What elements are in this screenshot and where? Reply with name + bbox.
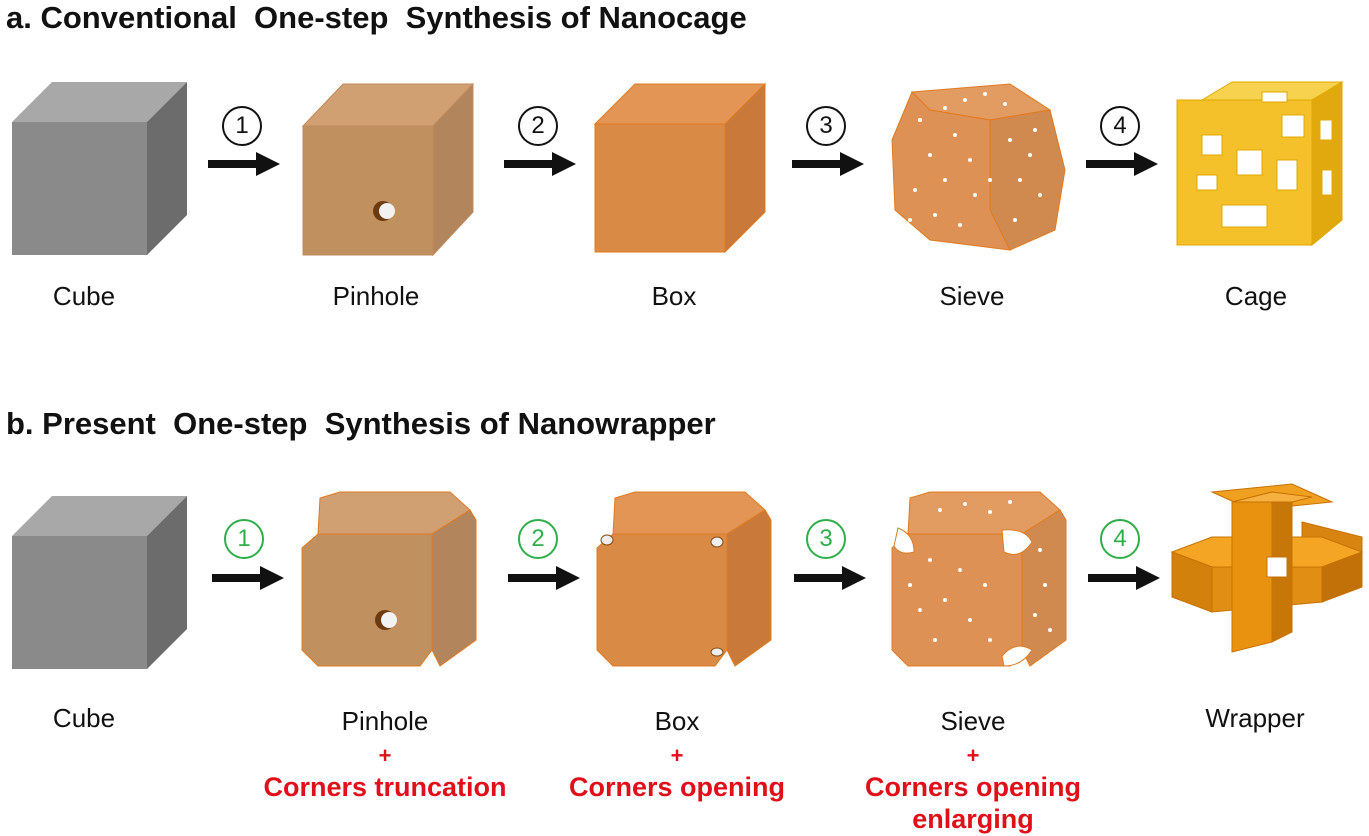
arrow-a-3 (792, 152, 864, 176)
step-b-2: 2 (518, 519, 558, 559)
label-b-sieve: Sieve (940, 706, 1006, 736)
step-a-1: 1 (222, 106, 262, 146)
sieve-a (891, 83, 1066, 251)
step-a-4: 4 (1100, 106, 1140, 146)
arrow-b-1 (212, 566, 284, 590)
note-corners-opening-2: Corners opening (864, 772, 1081, 802)
panel-b-heading: b. Present One-step Synthesis of Nanowra… (6, 406, 716, 441)
note-enlarging: enlarging (912, 804, 1034, 834)
step-b-1: 1 (224, 519, 264, 559)
arrow-b-2 (508, 566, 580, 590)
label-b-wrapper: Wrapper (1205, 703, 1305, 733)
box-a (593, 82, 767, 254)
label-a-cage: Cage (1224, 281, 1288, 311)
cage-a (1176, 81, 1344, 247)
step-a-2: 2 (518, 106, 558, 146)
wrapper-b (1170, 483, 1364, 653)
label-b-box: Box (654, 706, 700, 736)
plus-box: + (670, 743, 684, 768)
step-a-3: 3 (806, 106, 846, 146)
arrow-a-2 (504, 152, 576, 176)
pinhole-a (301, 82, 475, 257)
arrow-b-4 (1088, 566, 1160, 590)
note-corners-truncation: Corners truncation (263, 772, 507, 802)
label-a-sieve: Sieve (939, 281, 1005, 311)
arrow-a-4 (1086, 152, 1158, 176)
step-b-4: 4 (1100, 519, 1140, 559)
cube-a (12, 82, 187, 255)
sieve-b (891, 491, 1067, 667)
box-b (596, 491, 772, 667)
arrow-a-1 (208, 152, 280, 176)
panel-a-heading: a. Conventional One-step Synthesis of Na… (6, 0, 747, 35)
pinhole-b (301, 491, 477, 667)
plus-pinhole: + (378, 743, 392, 768)
label-b-cube: Cube (52, 703, 116, 733)
arrow-b-3 (794, 566, 866, 590)
cube-b (12, 496, 187, 669)
note-corners-opening: Corners opening (568, 772, 785, 802)
step-b-3: 3 (806, 519, 846, 559)
label-a-box: Box (651, 281, 697, 311)
label-a-pinhole: Pinhole (332, 281, 420, 311)
plus-sieve: + (966, 743, 980, 768)
label-a-cube: Cube (52, 281, 116, 311)
label-b-pinhole: Pinhole (341, 706, 429, 736)
